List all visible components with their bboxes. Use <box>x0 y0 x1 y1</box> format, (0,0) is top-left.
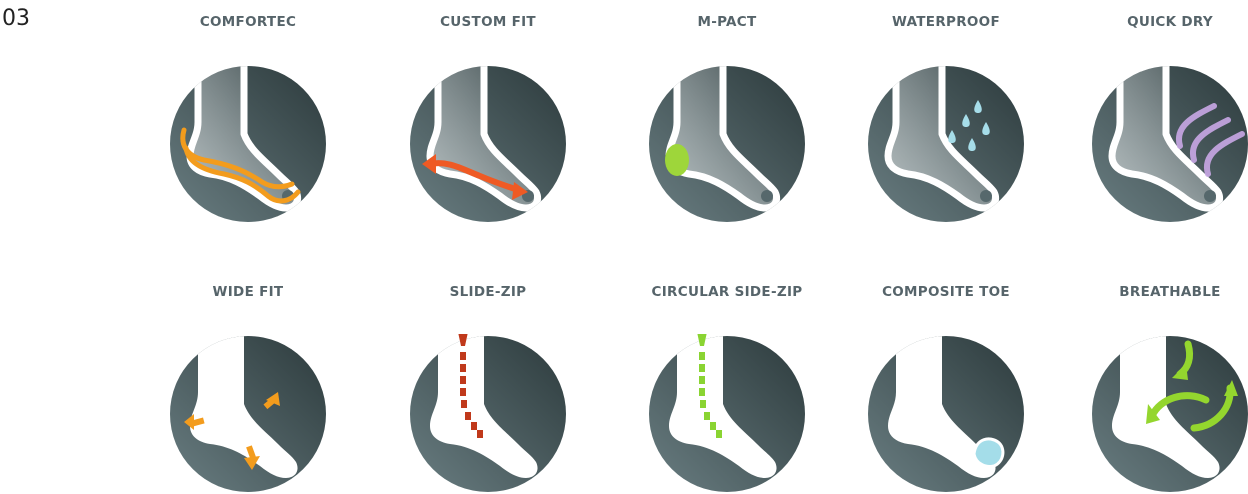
toe-cap-mark <box>972 437 1005 468</box>
vapor-waves-mark <box>1175 103 1245 177</box>
page-number: 03 <box>2 6 30 31</box>
feature-label: COMPOSITE TOE <box>882 284 1010 300</box>
wide-fit-icon <box>148 334 348 494</box>
m-pact-icon <box>627 64 827 224</box>
feature-label: M-PACT <box>697 14 757 30</box>
feature-label: SLIDE-ZIP <box>449 284 527 300</box>
breathable-icon <box>1070 334 1248 494</box>
waterproof-icon <box>846 64 1046 224</box>
feature-label: CIRCULAR SIDE-ZIP <box>651 284 803 300</box>
feature-label: WIDE FIT <box>212 284 284 300</box>
feature-label: COMFORTEC <box>199 14 297 30</box>
feature-label: WATERPROOF <box>892 14 1000 30</box>
airflow-arrows-mark <box>1146 340 1238 432</box>
feature-item: CIRCULAR SIDE-ZIP <box>627 282 827 494</box>
quick-dry-icon <box>1070 64 1248 224</box>
droplets-mark <box>948 100 990 151</box>
spread-arrows-mark <box>184 392 280 470</box>
feature-item: CUSTOM FIT <box>388 12 588 224</box>
double-arrow-mark <box>422 154 528 200</box>
comfortec-icon <box>148 64 348 224</box>
feature-item: QUICK DRY <box>1070 12 1248 224</box>
feature-label: BREATHABLE <box>1119 284 1221 300</box>
feature-item: WIDE FIT <box>148 282 348 494</box>
circular-side-zip-icon <box>627 334 827 494</box>
feature-item: WATERPROOF <box>846 12 1046 224</box>
custom-fit-icon <box>388 64 588 224</box>
feature-label: QUICK DRY <box>1127 14 1213 30</box>
feature-item: BREATHABLE <box>1070 282 1248 494</box>
composite-toe-icon <box>846 334 1046 494</box>
feature-label: CUSTOM FIT <box>440 14 536 30</box>
zip-green-mark <box>697 334 722 438</box>
feature-item: M-PACT <box>627 12 827 224</box>
feature-item: COMFORTEC <box>148 12 348 224</box>
slide-zip-icon <box>388 334 588 494</box>
heel-pad-mark <box>665 144 689 176</box>
feature-item: SLIDE-ZIP <box>388 282 588 494</box>
zip-red-mark <box>458 334 483 438</box>
feature-grid: COMFORTEC CUSTOM FIT M-PACT WATERPROOF QUICK… <box>148 12 1248 492</box>
feature-item: COMPOSITE TOE <box>846 282 1046 494</box>
cushion-waves-mark <box>180 127 301 204</box>
